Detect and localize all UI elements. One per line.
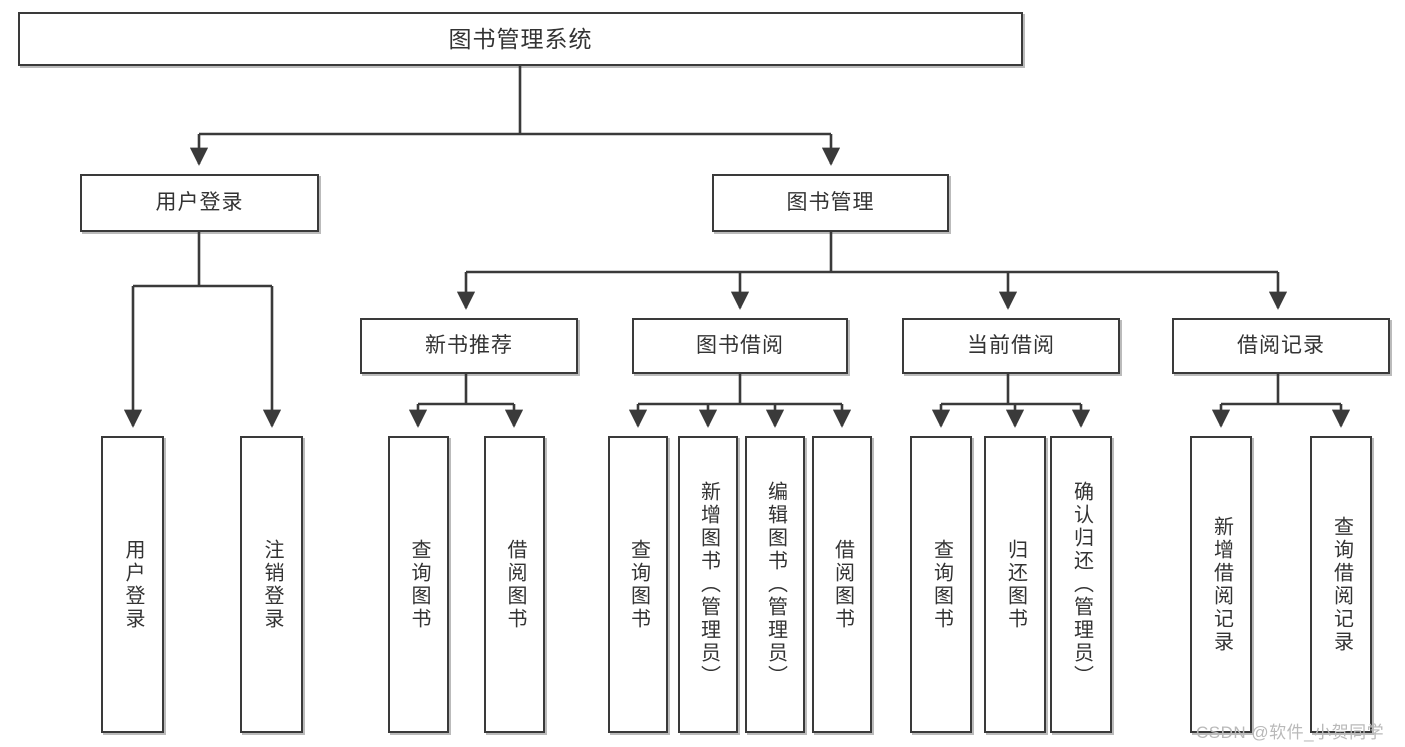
node-label: 查询借阅记录 <box>1330 515 1353 654</box>
node-borrow-record[interactable]: 借阅记录 <box>1172 318 1390 374</box>
node-label: 注销登录 <box>261 538 283 631</box>
leaf-rec-borrow-book[interactable]: 借阅图书 <box>484 436 545 733</box>
leaf-borrow-query-book[interactable]: 查询图书 <box>608 436 668 733</box>
node-label: 借阅图书 <box>831 538 854 631</box>
node-root[interactable]: 图书管理系统 <box>18 12 1023 66</box>
leaf-borrow-lend-book[interactable]: 借阅图书 <box>812 436 872 733</box>
leaf-rec-query-book[interactable]: 查询图书 <box>388 436 449 733</box>
leaf-user-logout[interactable]: 注销登录 <box>240 436 303 733</box>
node-user-login[interactable]: 用户登录 <box>80 174 319 232</box>
node-label: 借阅图书 <box>504 538 526 631</box>
node-label: 借阅记录 <box>1237 333 1325 357</box>
node-label: 查询图书 <box>930 538 953 631</box>
node-label: 图书管理系统 <box>448 25 593 52</box>
leaf-user-login[interactable]: 用户登录 <box>101 436 164 733</box>
leaf-record-add[interactable]: 新增借阅记录 <box>1190 436 1252 733</box>
node-label: 图书借阅 <box>696 333 784 357</box>
leaf-borrow-edit-book[interactable]: 编辑图书（管理员） <box>745 436 805 733</box>
node-new-book-rec[interactable]: 新书推荐 <box>360 318 578 374</box>
node-label: 用户登录 <box>122 538 144 631</box>
node-book-borrow[interactable]: 图书借阅 <box>632 318 848 374</box>
leaf-borrow-add-book[interactable]: 新增图书（管理员） <box>678 436 738 733</box>
node-label: 新书推荐 <box>425 333 513 357</box>
node-label: 确认归还（管理员） <box>1070 481 1093 688</box>
node-label: 归还图书 <box>1004 538 1027 631</box>
node-current-borrow[interactable]: 当前借阅 <box>902 318 1120 374</box>
node-label: 图书管理 <box>786 190 875 214</box>
node-label: 新增借阅记录 <box>1210 515 1233 654</box>
node-label: 新增图书（管理员） <box>697 481 720 688</box>
leaf-cur-confirm-return[interactable]: 确认归还（管理员） <box>1050 436 1112 733</box>
leaf-cur-query-book[interactable]: 查询图书 <box>910 436 972 733</box>
node-label: 编辑图书（管理员） <box>764 481 787 688</box>
node-label: 查询图书 <box>627 538 650 631</box>
node-label: 用户登录 <box>155 190 244 214</box>
node-label: 当前借阅 <box>967 333 1055 357</box>
leaf-record-query[interactable]: 查询借阅记录 <box>1310 436 1372 733</box>
node-book-manage[interactable]: 图书管理 <box>712 174 949 232</box>
node-label: 查询图书 <box>408 538 430 631</box>
leaf-cur-return-book[interactable]: 归还图书 <box>984 436 1046 733</box>
watermark: CSDN @软件_小贺同学 <box>1196 723 1385 742</box>
